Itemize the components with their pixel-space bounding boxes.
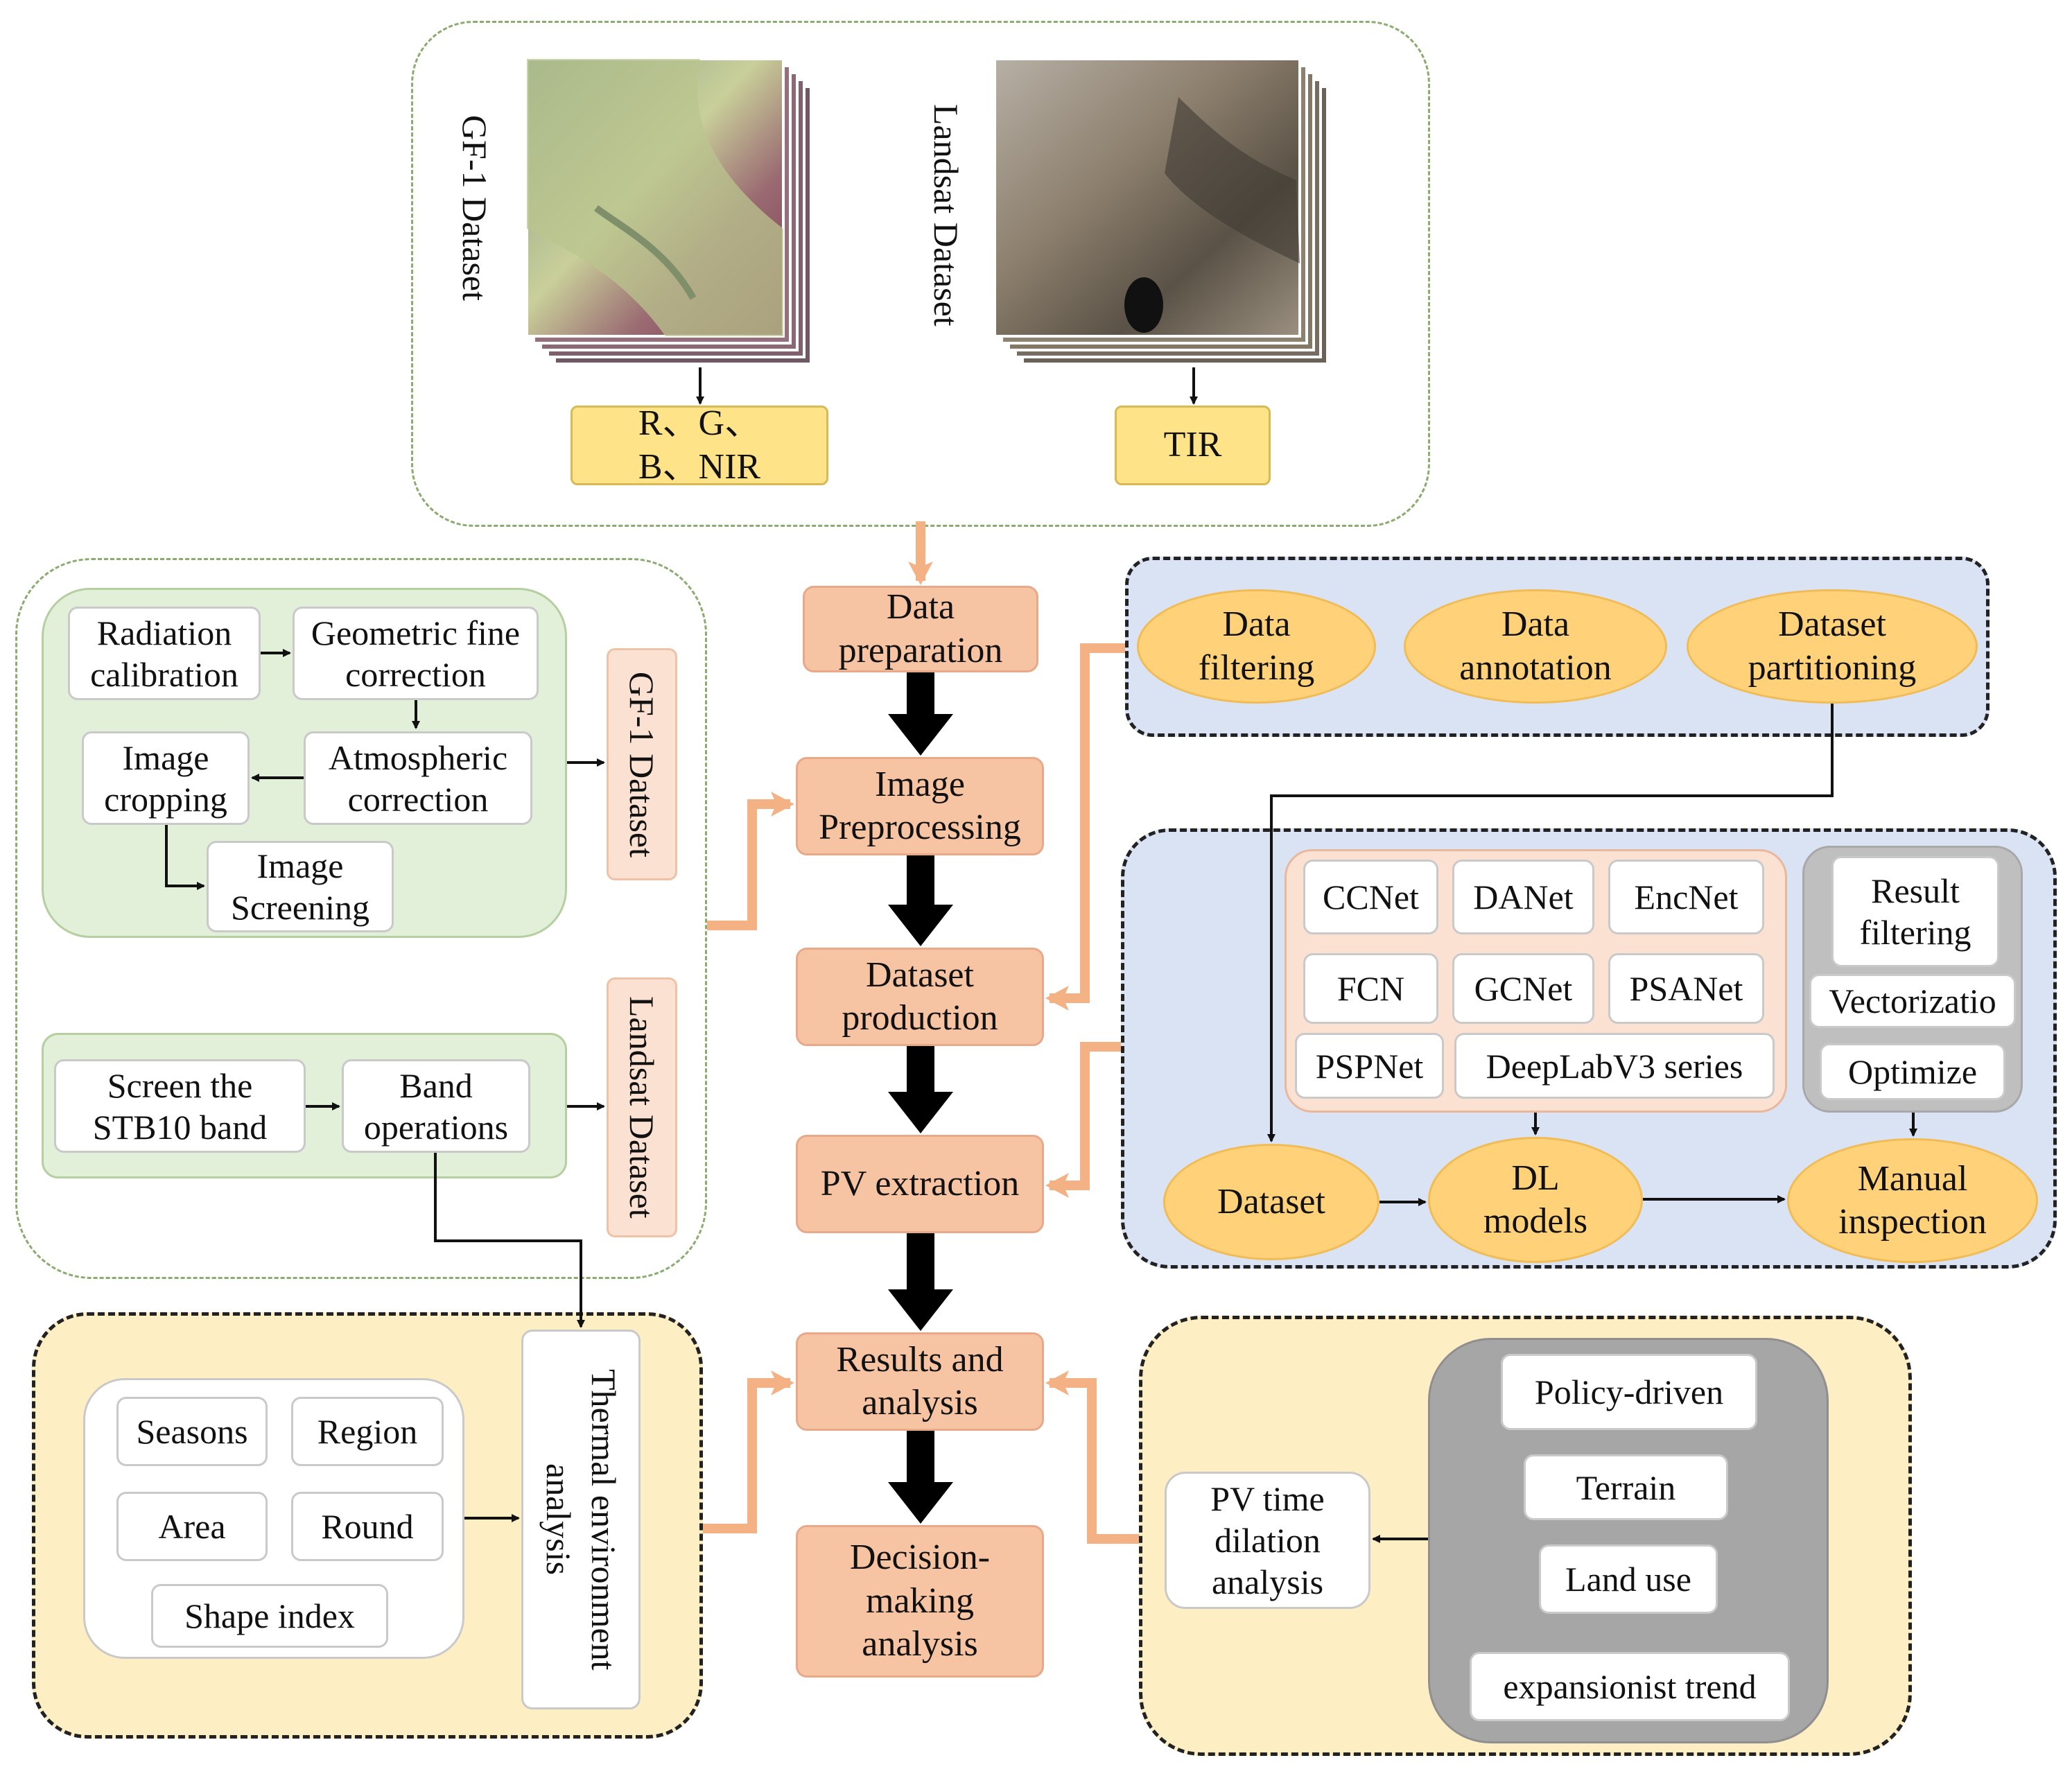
data-preparation-box: Data preparation [803, 586, 1038, 672]
image-cropping-box: Image cropping [82, 731, 250, 825]
model-pspnet-box: PSPNet [1295, 1033, 1444, 1099]
factor-round-box: Round [291, 1492, 444, 1561]
manual-inspection-ellipse: Manual inspection [1787, 1138, 2038, 1263]
orange-arrows [703, 521, 1139, 1544]
dataset-partitioning-ellipse: Dataset partitioning [1687, 589, 1978, 704]
dl-models-ellipse: DL models [1428, 1137, 1643, 1263]
results-analysis-box: Results and analysis [796, 1332, 1044, 1431]
landsat-dataset-label: Landsat Dataset [607, 977, 677, 1237]
factor-seasons-box: Seasons [116, 1397, 268, 1466]
driver-terrain-box: Terrain [1524, 1454, 1728, 1520]
model-deeplabv3-box: DeepLabV3 series [1454, 1033, 1775, 1099]
driver-expansionist-box: expansionist trend [1470, 1652, 1790, 1721]
optimize-box: Optimize [1820, 1043, 2005, 1100]
main-flow-arrows [888, 672, 953, 1524]
model-fcn-box: FCN [1303, 953, 1438, 1024]
gf1-bands-box: R、G、B、NIR [571, 403, 828, 487]
landsat-bands-box: TIR [1115, 406, 1271, 485]
dataset-production-box: Dataset production [796, 948, 1044, 1046]
gf1-dataset-label: GF-1 Dataset [607, 648, 677, 880]
model-encnet-box: EncNet [1608, 860, 1764, 934]
radiation-calibration-box: Radiation calibration [68, 607, 261, 700]
factor-region-box: Region [291, 1397, 444, 1466]
gf1-dataset-title: GF-1 Dataset [455, 115, 494, 301]
pv-extraction-box: PV extraction [796, 1135, 1044, 1233]
time-dilation-box: PV time dilation analysis [1165, 1472, 1370, 1609]
image-screening-box: Image Screening [207, 841, 394, 932]
vectorization-box: Vectorizatio [1809, 974, 2016, 1028]
factor-shape-index-box: Shape index [151, 1584, 388, 1648]
data-annotation-ellipse: Data annotation [1404, 589, 1667, 704]
model-gcnet-box: GCNet [1452, 953, 1594, 1024]
driver-land-use-box: Land use [1539, 1544, 1718, 1614]
landsat-dataset-title: Landsat Dataset [927, 103, 966, 327]
thermal-environment-box: Thermal environment analysis [521, 1330, 641, 1709]
dataset-ellipse: Dataset [1163, 1144, 1379, 1260]
factor-area-box: Area [116, 1492, 268, 1561]
model-psanet-box: PSANet [1608, 953, 1764, 1024]
model-ccnet-box: CCNet [1303, 860, 1438, 934]
screen-stb10-box: Screen the STB10 band [54, 1059, 306, 1153]
band-operations-box: Band operations [342, 1059, 530, 1153]
geometric-fine-correction-box: Geometric fine correction [293, 607, 539, 700]
driver-policy-box: Policy-driven [1501, 1354, 1757, 1430]
gf1-image-stack [525, 58, 812, 365]
preprocessing-group [15, 558, 707, 1279]
model-danet-box: DANet [1452, 860, 1594, 934]
landsat-image-stack [993, 58, 1329, 365]
data-filtering-ellipse: Data filtering [1137, 589, 1376, 704]
decision-making-box: Decision-making analysis [796, 1525, 1044, 1678]
thin-arrows [165, 367, 1917, 1543]
atmospheric-correction-box: Atmospheric correction [304, 731, 532, 825]
image-preprocessing-box: Image Preprocessing [796, 757, 1044, 855]
result-filtering-box: Result filtering [1831, 856, 1999, 967]
